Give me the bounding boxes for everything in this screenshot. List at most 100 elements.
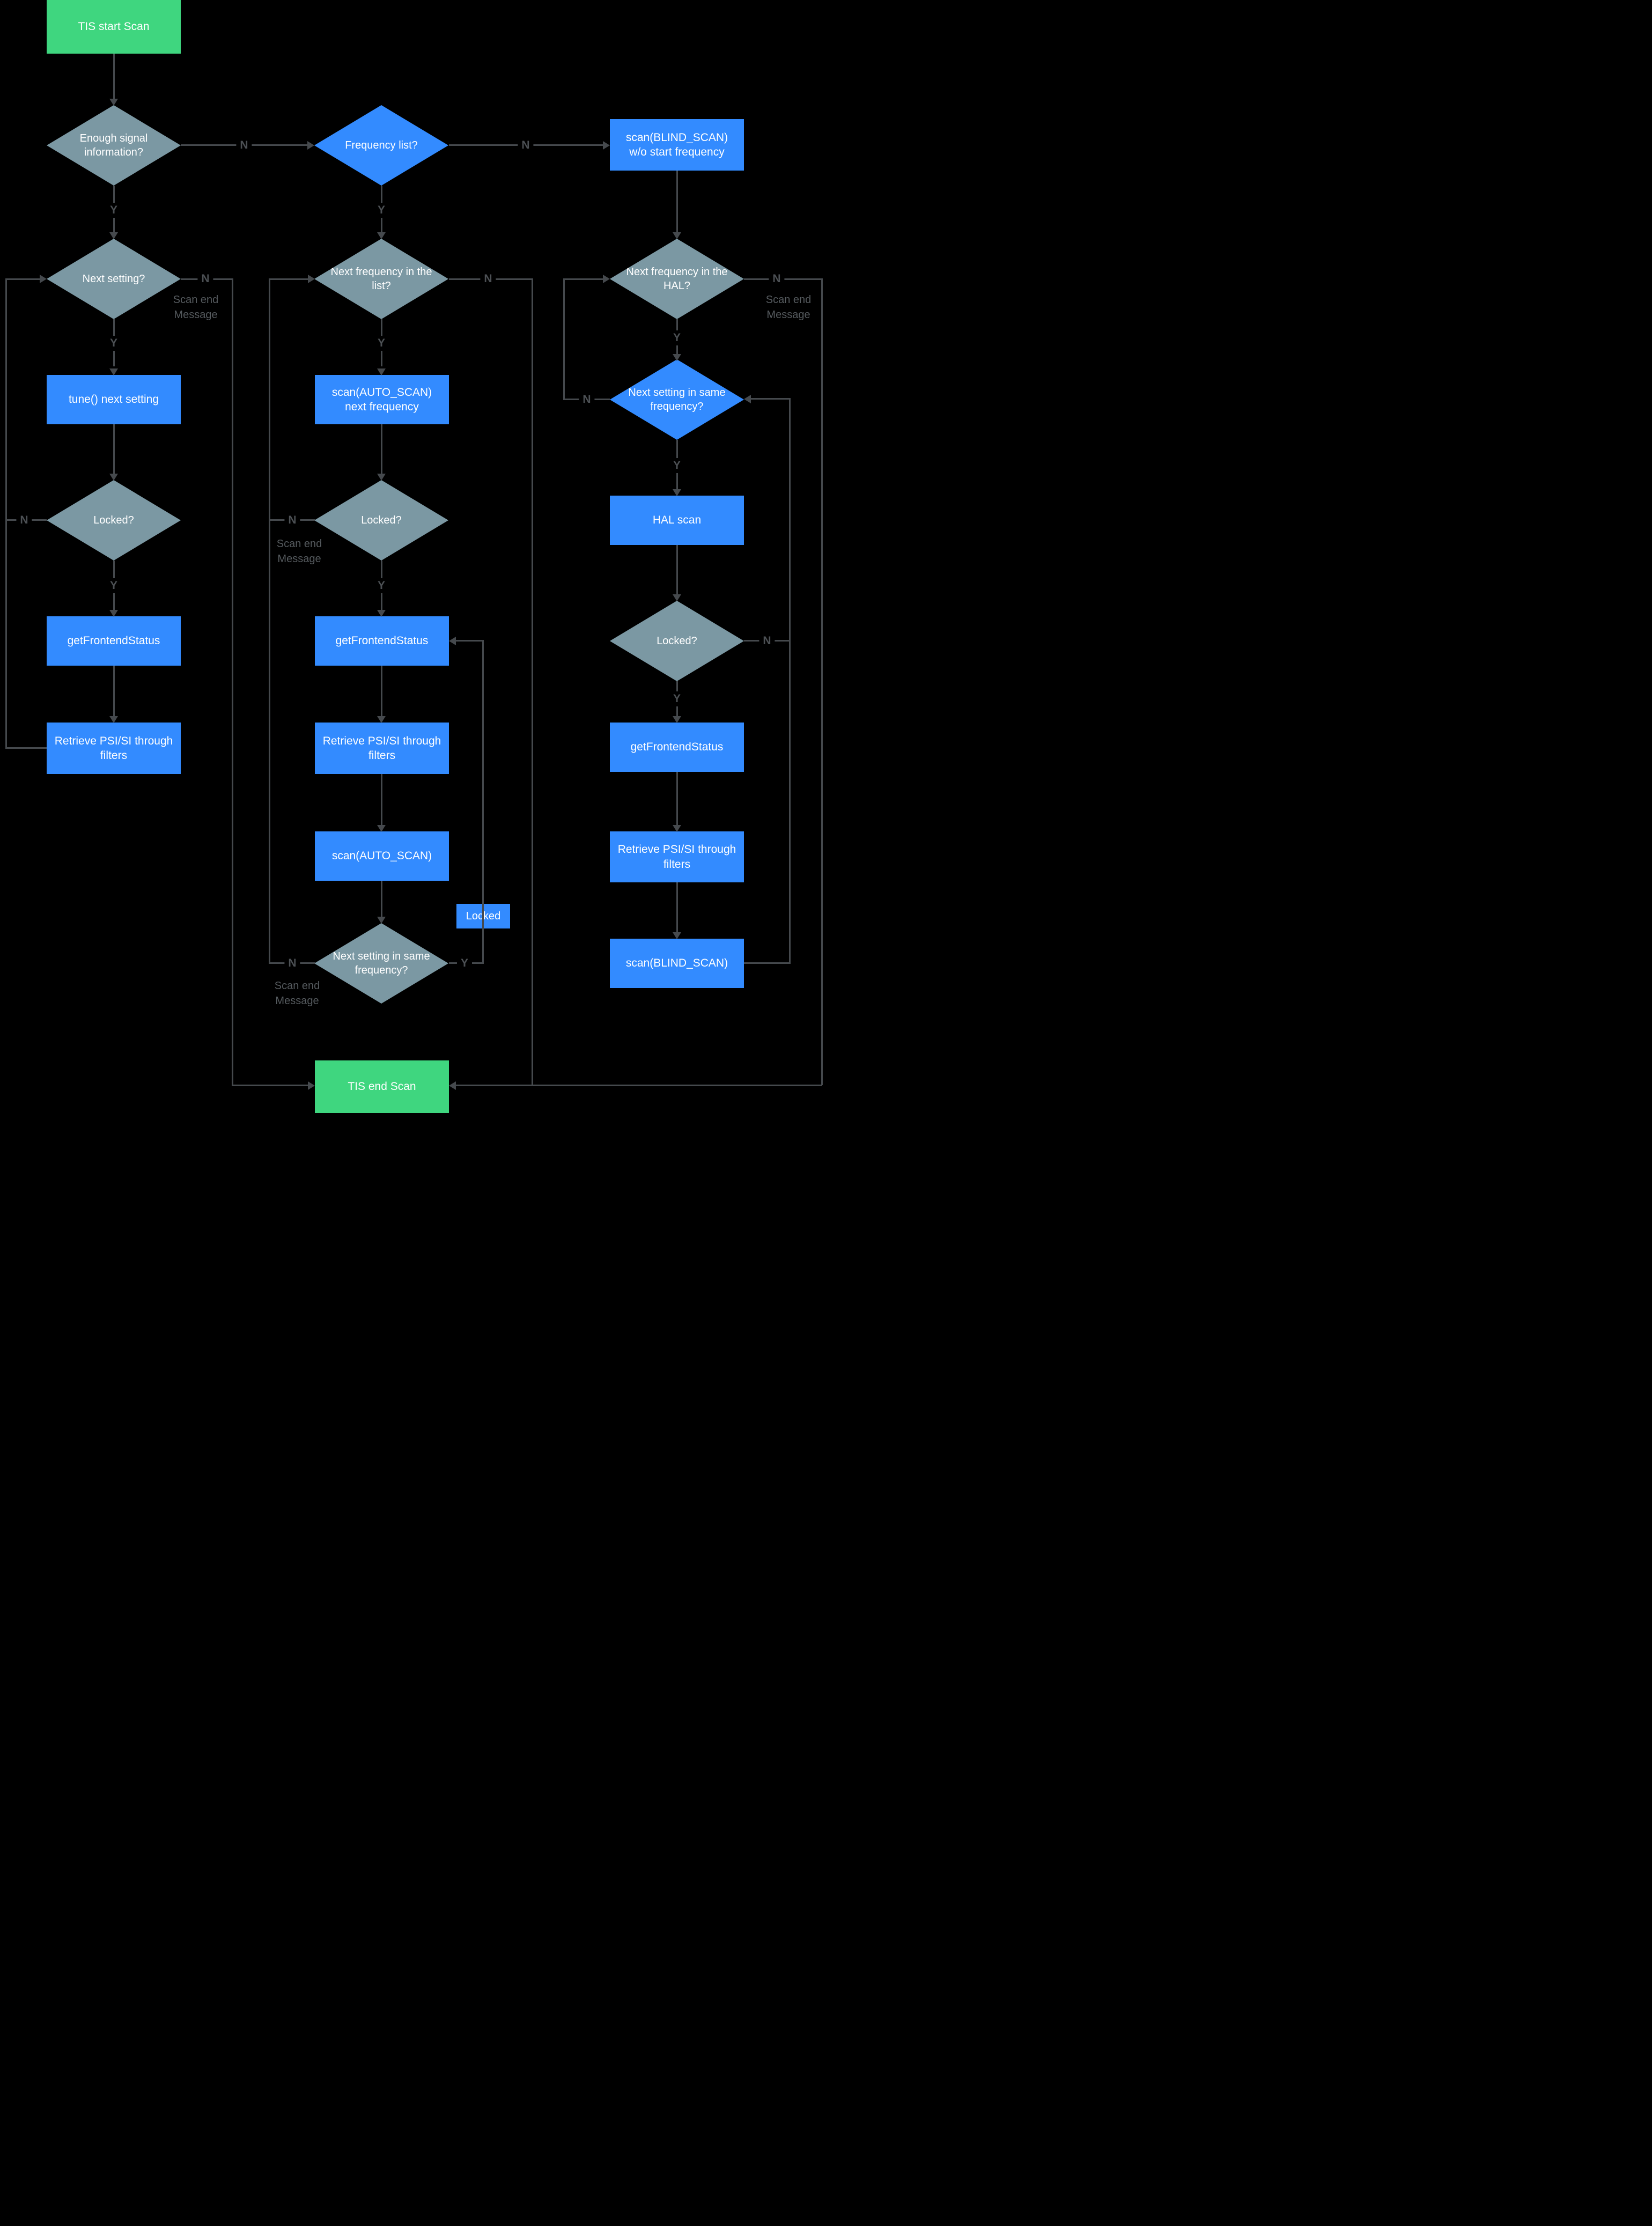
edge-feedback-into-next-frequency-list	[269, 278, 308, 280]
edge-hal-scan-to-locked	[676, 545, 678, 594]
label-no-locked-right: N	[759, 633, 775, 648]
label-no-same-frequency-middle: N	[284, 956, 300, 971]
trunk-right-blind-loop	[789, 398, 791, 964]
arrowhead	[377, 917, 386, 924]
node-retrieve-psi-middle: Retrieve PSI/SI through filters	[315, 723, 449, 774]
label-yes-locked-right: Y	[669, 691, 685, 706]
decision-next-frequency-list: Next frequency in the list?	[314, 239, 448, 319]
node-tis-start-scan: TIS start Scan	[47, 0, 181, 54]
label-yes-locked-left: Y	[106, 578, 122, 593]
arrowhead	[307, 141, 314, 150]
label-yes-locked-middle: Y	[373, 578, 389, 593]
label-yes-next-frequency-list: Y	[373, 336, 389, 351]
label-yes-frequency-list: Y	[373, 203, 389, 218]
trunk-middle-feedback	[269, 278, 270, 964]
arrowhead	[449, 1081, 456, 1090]
node-scan-auto-next-frequency: scan(AUTO_SCAN) next frequency	[315, 375, 449, 424]
arrowhead	[673, 354, 681, 361]
node-hal-scan: HAL scan	[610, 496, 744, 545]
edge-retrieve-to-auto-scan	[381, 774, 382, 825]
edge-gfs-right-to-retrieve	[676, 772, 678, 825]
label-no-frequency-list: N	[518, 138, 534, 153]
label-yes-next-frequency-hal: Y	[669, 330, 685, 345]
arrowhead	[377, 610, 386, 617]
decision-next-setting-same-right: Next setting in same frequency?	[610, 359, 744, 440]
node-tune-next-setting: tune() next setting	[47, 375, 181, 424]
edge-gfs-left-to-retrieve	[113, 666, 115, 716]
arrowhead	[673, 594, 681, 601]
arrowhead	[308, 275, 315, 283]
edge-loop-into-same-frequency-right	[750, 398, 790, 400]
trunk-middle-scan-end	[532, 278, 533, 1085]
arrowhead	[673, 232, 681, 239]
label-no-enough-signal: N	[236, 138, 252, 153]
node-scan-blind-wo-start-frequency: scan(BLIND_SCAN) w/o start frequency	[610, 119, 744, 171]
trunk-left-scan-end	[232, 278, 233, 1085]
label-yes-same-frequency-middle: Y	[456, 956, 473, 971]
arrowhead	[377, 368, 386, 375]
arrowhead	[673, 932, 681, 939]
edge-auto-scan-to-same-frequency	[381, 881, 382, 917]
arrowhead	[109, 99, 118, 106]
edge-auto-next-to-locked	[381, 424, 382, 474]
trunk-middle-locked-loop	[482, 640, 484, 964]
edge-blind-scan-loop-out	[744, 962, 790, 964]
node-retrieve-psi-left: Retrieve PSI/SI through filters	[47, 723, 181, 774]
edge-loop-into-hal-diamond	[563, 278, 603, 280]
decision-enough-signal: Enough signal information?	[47, 105, 181, 186]
label-yes-enough-signal: Y	[106, 203, 122, 218]
arrowhead	[673, 489, 681, 496]
arrowhead	[109, 368, 118, 375]
node-retrieve-psi-right: Retrieve PSI/SI through filters	[610, 831, 744, 882]
arrowhead	[109, 716, 118, 723]
decision-next-frequency-hal: Next frequency in the HAL?	[610, 239, 744, 319]
arrowhead	[603, 275, 610, 283]
decision-frequency-list: Frequency list?	[314, 105, 448, 186]
label-no-same-frequency-right: N	[579, 392, 595, 407]
edge-retrieve-to-blind-scan	[676, 882, 678, 932]
arrowhead	[308, 1081, 315, 1090]
arrowhead	[673, 716, 681, 723]
edge-retrieve-left-loop	[5, 747, 47, 749]
trunk-right-scan-end	[821, 278, 823, 1085]
arrowhead	[109, 232, 118, 239]
edge-tune-to-locked	[113, 424, 115, 474]
edge-gfs-middle-to-retrieve	[381, 666, 382, 716]
note-scan-end-left: Scan end Message	[173, 294, 219, 321]
label-no-locked-middle: N	[284, 513, 300, 528]
node-tis-end-scan: TIS end Scan	[315, 1060, 449, 1113]
edge-into-tis-end-left	[232, 1085, 308, 1086]
node-get-frontend-status-right: getFrontendStatus	[610, 723, 744, 772]
label-yes-same-frequency-right: Y	[669, 458, 685, 473]
node-get-frontend-status-middle: getFrontendStatus	[315, 616, 449, 666]
arrowhead	[377, 825, 386, 832]
node-scan-blind: scan(BLIND_SCAN)	[610, 939, 744, 988]
trunk-left-feedback	[5, 278, 7, 749]
arrowhead	[377, 716, 386, 723]
label-no-next-frequency-list: N	[480, 271, 496, 286]
edge-blind-wo-to-hal-diamond	[676, 171, 678, 232]
arrowhead	[109, 610, 118, 617]
note-scan-end-middle-locked: Scan end Message	[276, 538, 322, 565]
edge-loop-into-gfs-middle	[455, 640, 483, 642]
arrowhead	[109, 474, 118, 481]
edge-feedback-into-next-setting	[5, 278, 40, 280]
flowchart-tis-scan: TIS start Scan scan(BLIND_SCAN) w/o star…	[0, 0, 826, 1113]
decision-locked-left: Locked?	[47, 480, 181, 561]
node-get-frontend-status-left: getFrontendStatus	[47, 616, 181, 666]
trunk-right-inner-loop	[563, 278, 565, 400]
arrowhead	[449, 637, 456, 645]
note-scan-end-right: Scan end Message	[765, 294, 812, 321]
decision-locked-right: Locked?	[610, 601, 744, 681]
arrowhead	[377, 232, 386, 239]
arrowhead	[744, 395, 751, 403]
arrowhead	[377, 474, 386, 481]
arrowhead	[603, 141, 610, 150]
edge-into-tis-end-right	[455, 1085, 822, 1086]
note-scan-end-middle-bottom: Scan end Message	[274, 980, 320, 1007]
arrowhead	[673, 825, 681, 832]
label-no-next-frequency-hal: N	[769, 271, 785, 286]
arrowhead	[40, 275, 47, 283]
label-no-locked-left: N	[16, 513, 32, 528]
label-yes-next-setting: Y	[106, 336, 122, 351]
